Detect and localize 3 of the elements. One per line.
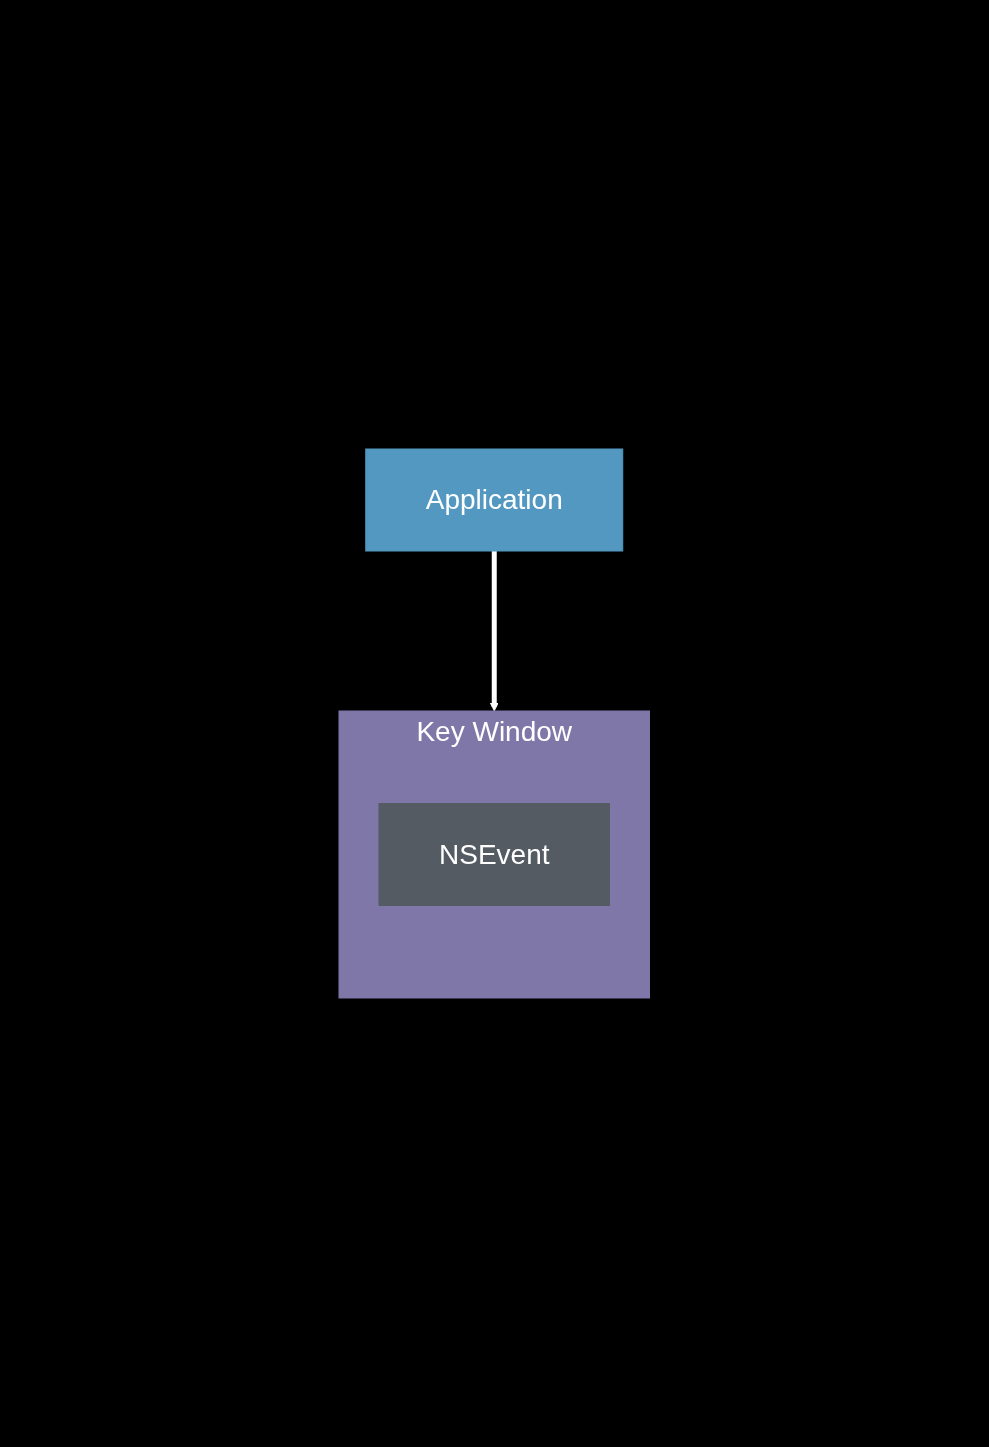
node-box: NSEvent (378, 803, 611, 906)
node-box: Application (365, 448, 624, 552)
arrow (490, 551, 499, 712)
